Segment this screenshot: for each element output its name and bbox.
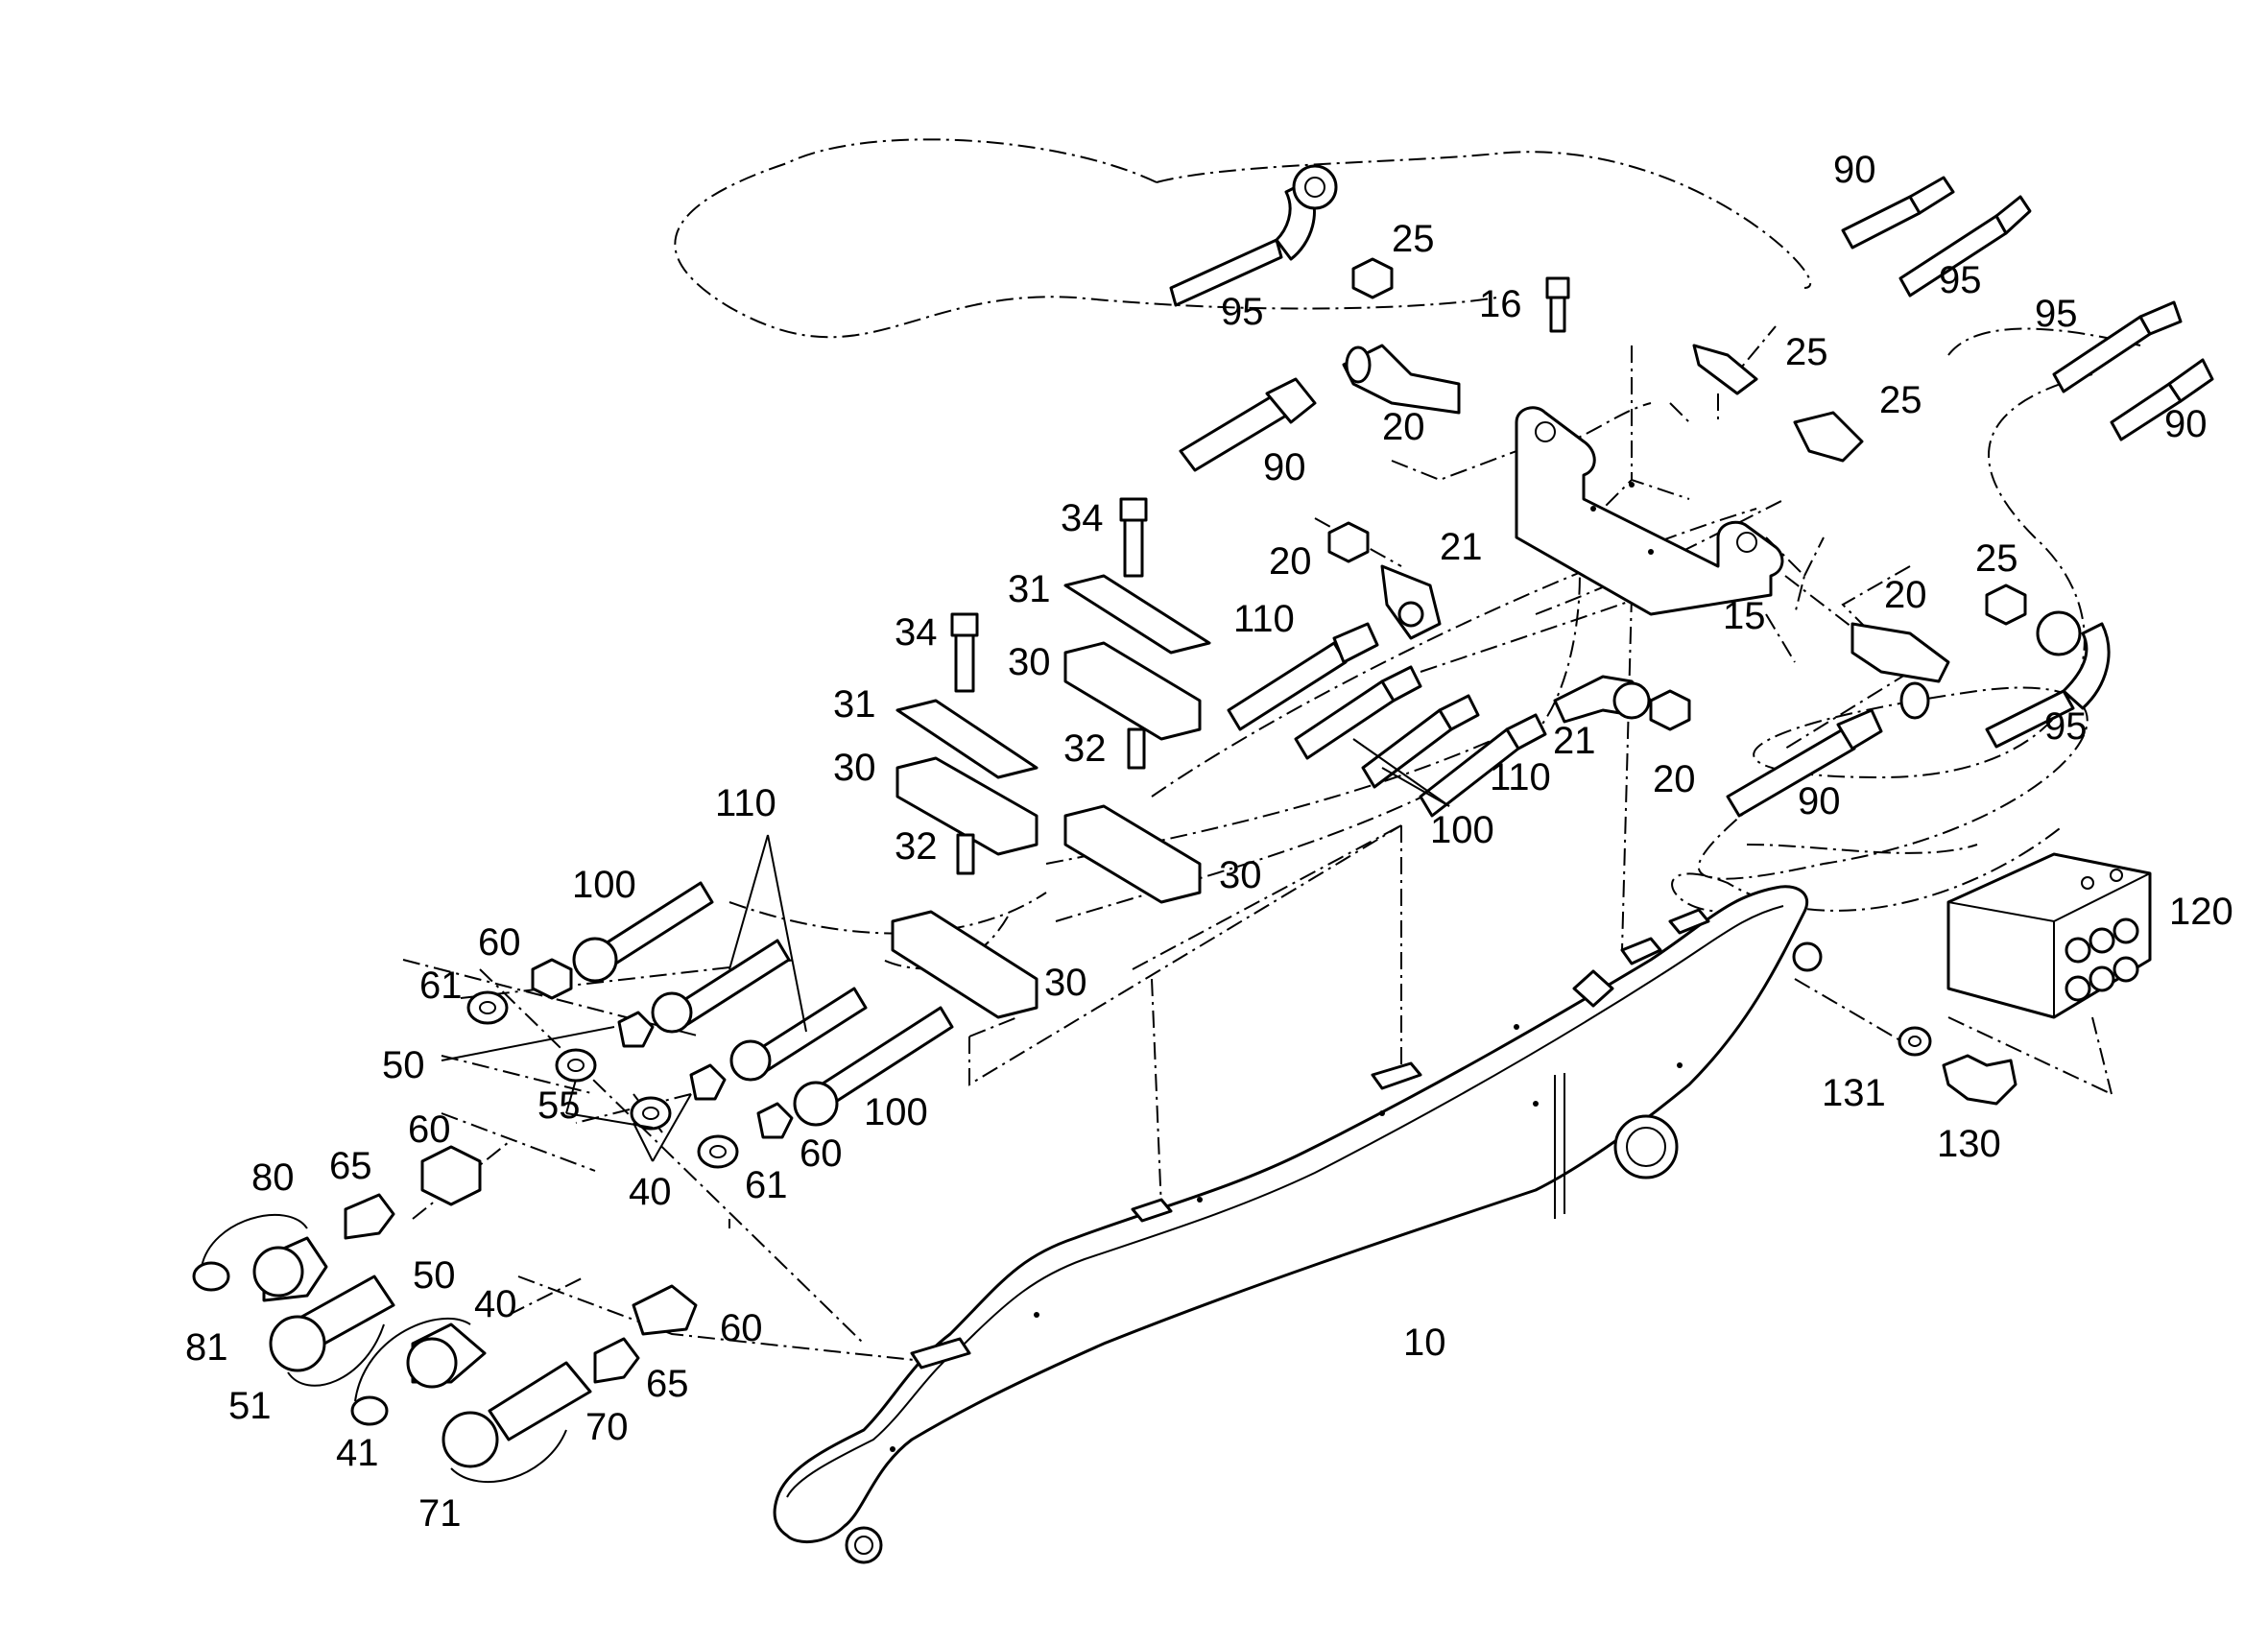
callout-41: 41 bbox=[336, 1432, 379, 1474]
callout-95: 95 bbox=[2035, 293, 2078, 335]
callout-110: 110 bbox=[1490, 756, 1551, 798]
callout-32: 32 bbox=[895, 825, 938, 868]
callout-51: 51 bbox=[228, 1385, 272, 1427]
callout-34: 34 bbox=[895, 611, 938, 654]
callout-20: 20 bbox=[1382, 406, 1425, 448]
callout-81: 81 bbox=[185, 1326, 228, 1369]
callout-30: 30 bbox=[1044, 962, 1087, 1004]
callout-95: 95 bbox=[2044, 705, 2088, 748]
valve-block bbox=[1946, 852, 2152, 1019]
callout-25: 25 bbox=[1785, 331, 1828, 373]
callout-110: 110 bbox=[1233, 598, 1295, 640]
callout-20: 20 bbox=[1653, 758, 1696, 800]
callout-30: 30 bbox=[833, 747, 876, 789]
callout-80: 80 bbox=[251, 1156, 295, 1199]
callout-90: 90 bbox=[2164, 403, 2208, 445]
mounting-bracket bbox=[1515, 406, 1784, 616]
callout-20: 20 bbox=[1269, 540, 1312, 583]
callout-90: 90 bbox=[1263, 446, 1306, 488]
callout-100: 100 bbox=[864, 1091, 928, 1133]
callout-100: 100 bbox=[1430, 809, 1494, 851]
callout-61: 61 bbox=[419, 965, 463, 1007]
callout-25: 25 bbox=[1392, 218, 1435, 260]
callout-labels: 10 15 16 20 20 20 20 21 21 25 25 25 25 3… bbox=[185, 149, 2233, 1535]
callout-110: 110 bbox=[715, 782, 776, 824]
callout-21: 21 bbox=[1553, 720, 1596, 762]
callout-40: 40 bbox=[629, 1171, 672, 1213]
callout-31: 31 bbox=[1008, 568, 1051, 610]
callout-10: 10 bbox=[1403, 1322, 1446, 1364]
lower-left-components bbox=[192, 881, 2017, 1483]
callout-130: 130 bbox=[1937, 1123, 2001, 1165]
callout-40: 40 bbox=[474, 1283, 517, 1325]
leader-lines bbox=[441, 738, 1450, 1162]
callout-15: 15 bbox=[1723, 595, 1766, 637]
hose-assemblies bbox=[1169, 164, 2214, 818]
callout-60: 60 bbox=[408, 1108, 451, 1151]
callout-100: 100 bbox=[572, 864, 636, 906]
callout-70: 70 bbox=[585, 1406, 629, 1448]
callout-16: 16 bbox=[1479, 283, 1522, 325]
callout-32: 32 bbox=[1063, 727, 1107, 770]
callout-131: 131 bbox=[1822, 1072, 1886, 1114]
callout-71: 71 bbox=[418, 1492, 462, 1535]
callout-95: 95 bbox=[1221, 291, 1264, 333]
callout-25: 25 bbox=[1879, 379, 1922, 421]
callout-34: 34 bbox=[1061, 497, 1104, 539]
callout-120: 120 bbox=[2169, 891, 2233, 933]
callout-90: 90 bbox=[1833, 149, 1876, 191]
callout-21: 21 bbox=[1440, 526, 1483, 568]
boom-arm bbox=[773, 885, 1823, 1564]
clamp-assemblies bbox=[891, 497, 1211, 1019]
callout-61: 61 bbox=[745, 1164, 788, 1206]
callout-65: 65 bbox=[646, 1363, 689, 1405]
callout-31: 31 bbox=[833, 683, 876, 726]
callout-20: 20 bbox=[1884, 574, 1927, 616]
callout-50: 50 bbox=[382, 1044, 425, 1086]
callout-55: 55 bbox=[537, 1084, 581, 1127]
callout-60: 60 bbox=[800, 1132, 843, 1175]
callout-60: 60 bbox=[478, 921, 521, 964]
callout-30: 30 bbox=[1008, 641, 1051, 683]
callout-50: 50 bbox=[413, 1254, 456, 1297]
callout-25: 25 bbox=[1975, 537, 2018, 580]
callout-90: 90 bbox=[1798, 780, 1841, 822]
callout-95: 95 bbox=[1939, 259, 1982, 301]
callout-30: 30 bbox=[1219, 854, 1262, 896]
callout-65: 65 bbox=[329, 1145, 372, 1187]
callout-60: 60 bbox=[720, 1307, 763, 1349]
